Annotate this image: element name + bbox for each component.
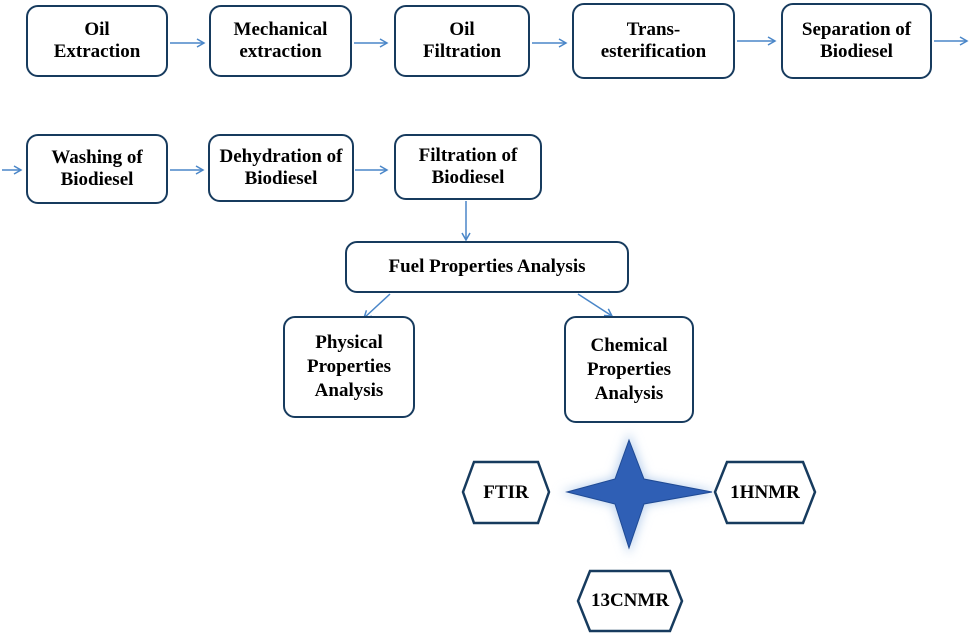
label-1hnmr: 1HNMR xyxy=(730,481,800,503)
arrow-fuel-to-physical xyxy=(362,293,391,320)
box-oil-filtration: Oil Filtration xyxy=(394,5,530,77)
label-ftir: FTIR xyxy=(483,481,529,503)
hexagon-1hnmr xyxy=(713,460,817,525)
label-13cnmr: 13CNMR xyxy=(590,590,670,611)
box-physical-properties-analysis: Physical Properties Analysis xyxy=(283,316,415,418)
box-washing-of-biodiesel: Washing of Biodiesel xyxy=(26,134,168,204)
box-filtration-of-biodiesel: Filtration of Biodiesel xyxy=(394,134,542,200)
box-dehydration-of-biodiesel: Dehydration of Biodiesel xyxy=(208,134,354,202)
box-separation-of-biodiesel: Separation of Biodiesel xyxy=(781,3,932,79)
hexagon-13cnmr xyxy=(576,569,684,633)
box-fuel-properties-analysis: Fuel Properties Analysis xyxy=(345,241,629,293)
box-mechanical-extraction: Mechanical extraction xyxy=(209,5,352,77)
box-oil-extraction: Oil Extraction xyxy=(26,5,168,77)
hexagon-ftir xyxy=(461,460,551,525)
arrow-fuel-to-chemical xyxy=(577,293,614,317)
box-transesterification: Trans- esterification xyxy=(572,3,735,79)
box-chemical-properties-analysis: Chemical Properties Analysis xyxy=(564,316,694,423)
star-icon xyxy=(560,432,720,555)
